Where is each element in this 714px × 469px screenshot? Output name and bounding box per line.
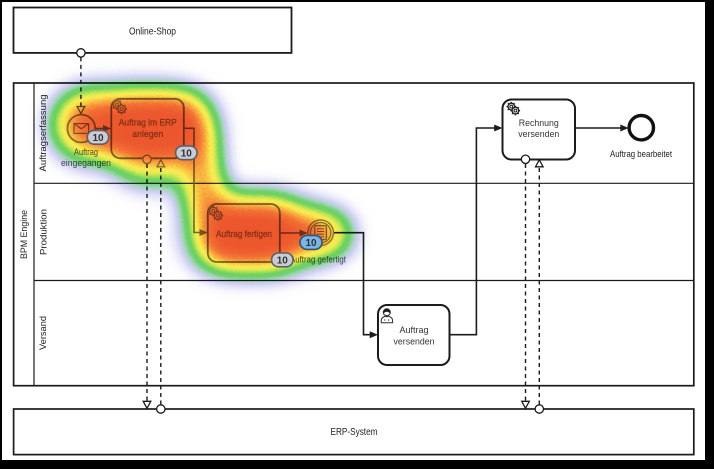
svg-text:10: 10 (305, 238, 317, 249)
svg-text:10: 10 (181, 148, 193, 159)
svg-text:Auftrag im ERP: Auftrag im ERP (119, 118, 177, 129)
svg-text:anlegen: anlegen (132, 129, 163, 140)
svg-text:10: 10 (92, 133, 104, 144)
svg-text:10: 10 (277, 256, 289, 267)
svg-text:Auftrag fertigen: Auftrag fertigen (216, 229, 272, 240)
